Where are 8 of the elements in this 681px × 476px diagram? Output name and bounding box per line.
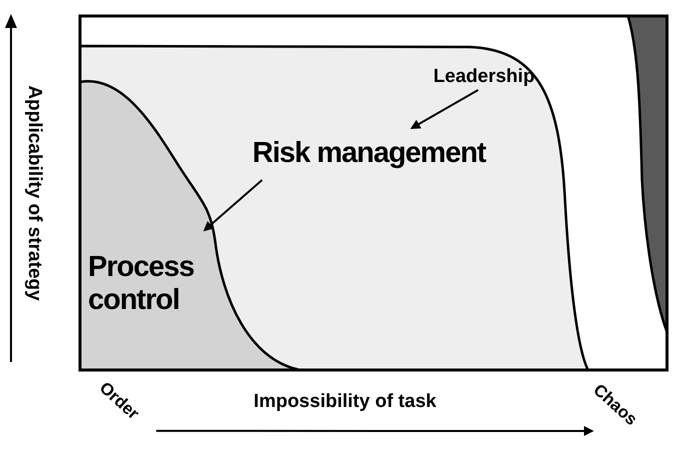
node-label: Risk management (238, 128, 500, 180)
node-label: Leadership (425, 64, 543, 90)
axis-label: Applicability of strategy (23, 84, 46, 303)
arrow (156, 426, 594, 436)
arrow (203, 179, 263, 232)
axis-label: Impossibility of task (252, 390, 438, 414)
node-label: Process control (88, 230, 206, 338)
arrow (410, 89, 479, 129)
